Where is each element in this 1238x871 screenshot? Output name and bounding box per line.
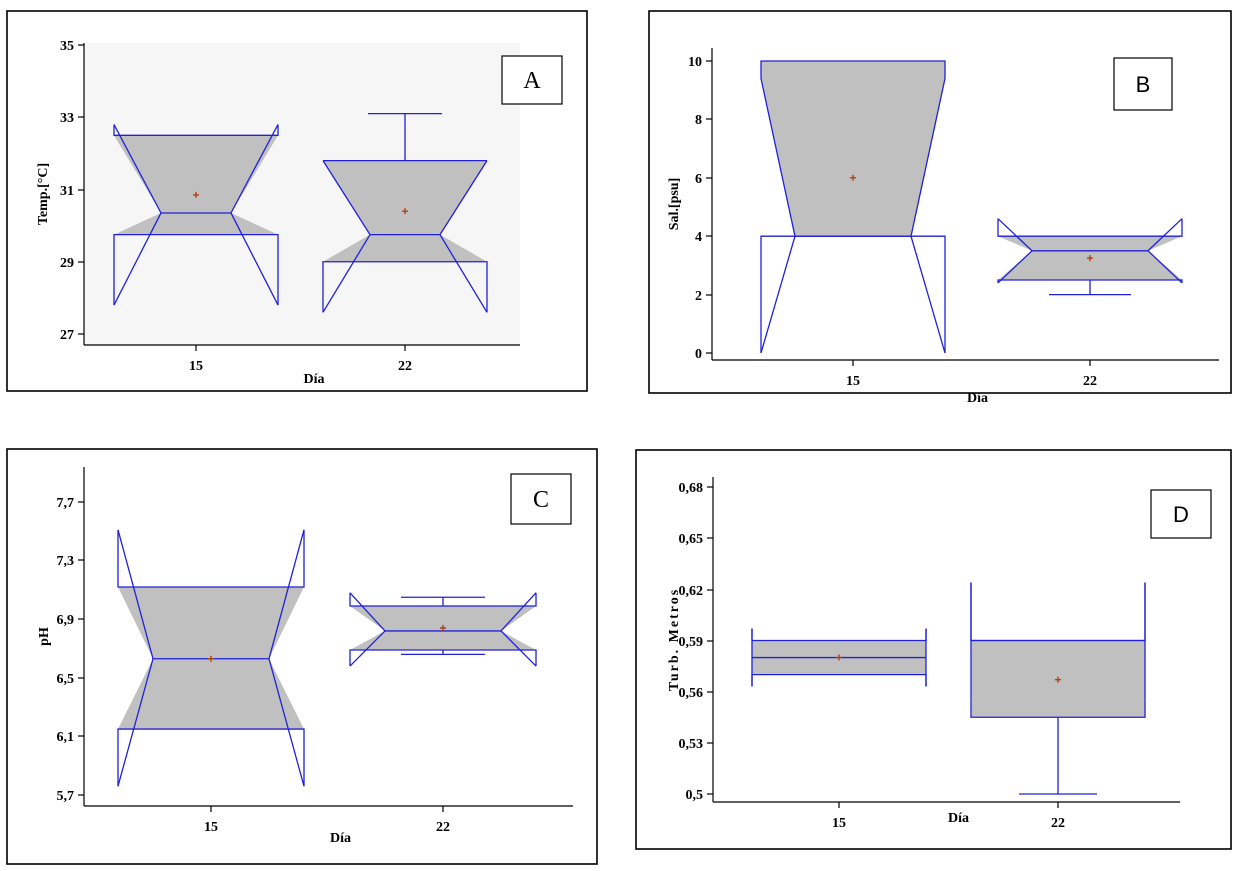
y-tick-label: 6,5 [57,672,75,687]
y-tick-label: 10 [688,55,702,70]
box-q1-edge [113,234,279,306]
x-tick-label: 22 [436,820,450,835]
panel-letter-box [510,473,572,525]
y-tick-label: 7,3 [57,554,75,569]
mean-marker [850,174,856,181]
box-body[interactable] [761,61,945,237]
y-tick-label: 0,65 [679,532,704,547]
x-tick-label: 15 [189,359,203,374]
box-q3-edge [113,124,279,136]
y-axis-title: pH [37,627,52,646]
box-day-15 [117,529,305,787]
panel-d: 0,5 0,53 0,56 0,59 0,62 0,65 0,68 15 22 Día Turb. … [635,449,1232,850]
x-tick-label: 22 [1051,816,1065,831]
panel-letter: B [1136,72,1151,97]
box-q3-edge [760,60,946,79]
panel-letter: D [1173,502,1189,527]
y-tick-label: 5,7 [57,789,75,804]
box-q3-edge [117,529,305,588]
y-tick-label: 8 [695,113,702,128]
mean-marker [836,654,842,661]
x-axis-title: Día [967,391,988,406]
mean-marker [193,191,199,198]
mean-marker [402,208,408,215]
mean-marker [440,624,446,631]
x-axis-title: Día [304,372,325,387]
y-tick-label: 27 [60,328,74,343]
box-day-22 [970,582,1146,795]
y-tick-label: 0,59 [679,635,704,650]
y-tick-label: 6 [695,172,702,187]
x-tick-label: 15 [846,374,860,389]
x-tick-label: 15 [832,816,846,831]
mean-marker [208,655,214,662]
y-axis-title: Turb. Metros [667,588,682,691]
plot-area [713,477,1180,802]
box-q3-edge [997,218,1183,237]
y-tick-label: 2 [695,289,702,304]
y-tick-label: 29 [60,256,74,271]
y-tick-label: 6,1 [57,730,75,745]
y-tick-label: 0,53 [679,737,704,752]
y-tick-label: 0,56 [679,686,704,701]
panel-letter: C [533,487,549,513]
box-day-22 [997,218,1183,296]
panel-letter-box [1113,57,1173,111]
box-q1-edge [322,261,488,313]
x-tick-label: 15 [204,820,218,835]
y-tick-label: 0,62 [679,584,704,599]
box-q1-edge [751,673,927,687]
box-body[interactable] [114,135,278,235]
box-day-15 [113,124,279,306]
x-tick-label: 22 [398,359,412,374]
box-day-22 [349,592,537,667]
box-q1-edge [117,728,305,787]
y-tick-label: 33 [60,111,74,126]
y-tick-label: 0,68 [679,481,704,496]
panel-letter: A [523,68,541,94]
box-q3-edge [751,628,927,642]
y-tick-label: 4 [695,230,702,245]
y-tick-label: 31 [60,184,74,199]
panel-letter-box [1150,489,1212,539]
y-tick-label: 7,7 [57,496,75,511]
y-tick-label: 0 [695,347,702,362]
x-axis-title: Día [948,811,969,826]
y-axis-title: Temp.[°C] [36,163,51,225]
box-day-22 [322,112,488,313]
y-tick-label: 6,9 [57,613,75,628]
y-tick-label: 0,5 [686,788,704,803]
y-axis-title: Sal.[psu] [667,178,682,231]
y-tick-label: 35 [60,39,74,54]
x-tick-label: 22 [1083,374,1097,389]
panel-letter-box [501,55,563,105]
mean-marker [1087,255,1093,262]
x-axis-title: Día [330,831,351,846]
box-day-15 [751,628,927,687]
mean-marker [1055,676,1061,683]
box-day-15 [760,60,946,354]
